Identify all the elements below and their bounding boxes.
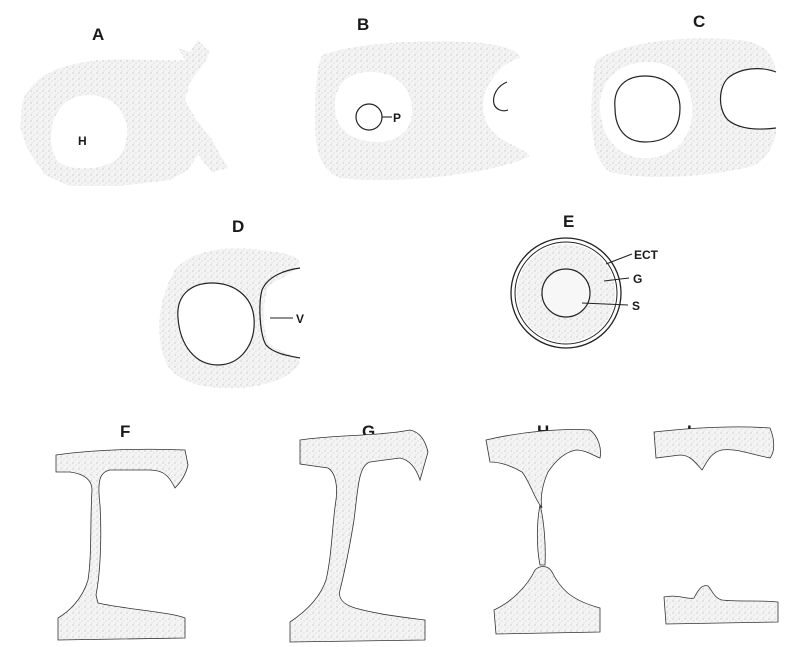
- panel-h-thread: [537, 505, 545, 565]
- panel-b-letter: B: [357, 15, 369, 34]
- panel-i: I: [654, 422, 778, 624]
- panel-b-circle-p: [356, 104, 382, 130]
- panel-e-core-s: [542, 269, 590, 317]
- label-ect: ECT: [634, 248, 659, 262]
- panel-c-cavity: [615, 76, 680, 142]
- panel-h-tissue-top: [486, 429, 601, 508]
- panel-h-tissue-bottom: [494, 566, 600, 634]
- panel-b-arc: [494, 82, 508, 111]
- panel-f-letter: F: [120, 422, 130, 441]
- panel-b: B P: [315, 15, 530, 180]
- panel-e-letter: E: [563, 212, 574, 231]
- panel-g-tissue: [290, 430, 428, 642]
- label-g: G: [633, 272, 642, 286]
- panel-c: C: [591, 12, 776, 177]
- panel-g: G: [290, 422, 428, 642]
- panel-f-tissue: [56, 449, 188, 640]
- panel-a: A H: [20, 25, 228, 186]
- label-p: P: [393, 111, 401, 125]
- panel-d-letter: D: [232, 217, 244, 236]
- panel-c-right-cavity: [721, 69, 777, 129]
- label-h: H: [78, 134, 87, 148]
- panel-a-letter: A: [92, 25, 104, 44]
- panel-h: H: [486, 422, 601, 634]
- panel-i-tissue-bottom: [664, 586, 778, 624]
- panel-a-tissue: [20, 40, 228, 186]
- label-s: S: [632, 299, 640, 313]
- panel-e: E ECT G S: [511, 212, 659, 348]
- panel-c-letter: C: [693, 12, 705, 31]
- panel-d: D V: [159, 217, 304, 388]
- panel-a-cavity-h: [51, 95, 127, 168]
- panel-f: F: [56, 422, 188, 640]
- label-v: V: [296, 312, 304, 326]
- panel-i-tissue-top: [654, 427, 774, 470]
